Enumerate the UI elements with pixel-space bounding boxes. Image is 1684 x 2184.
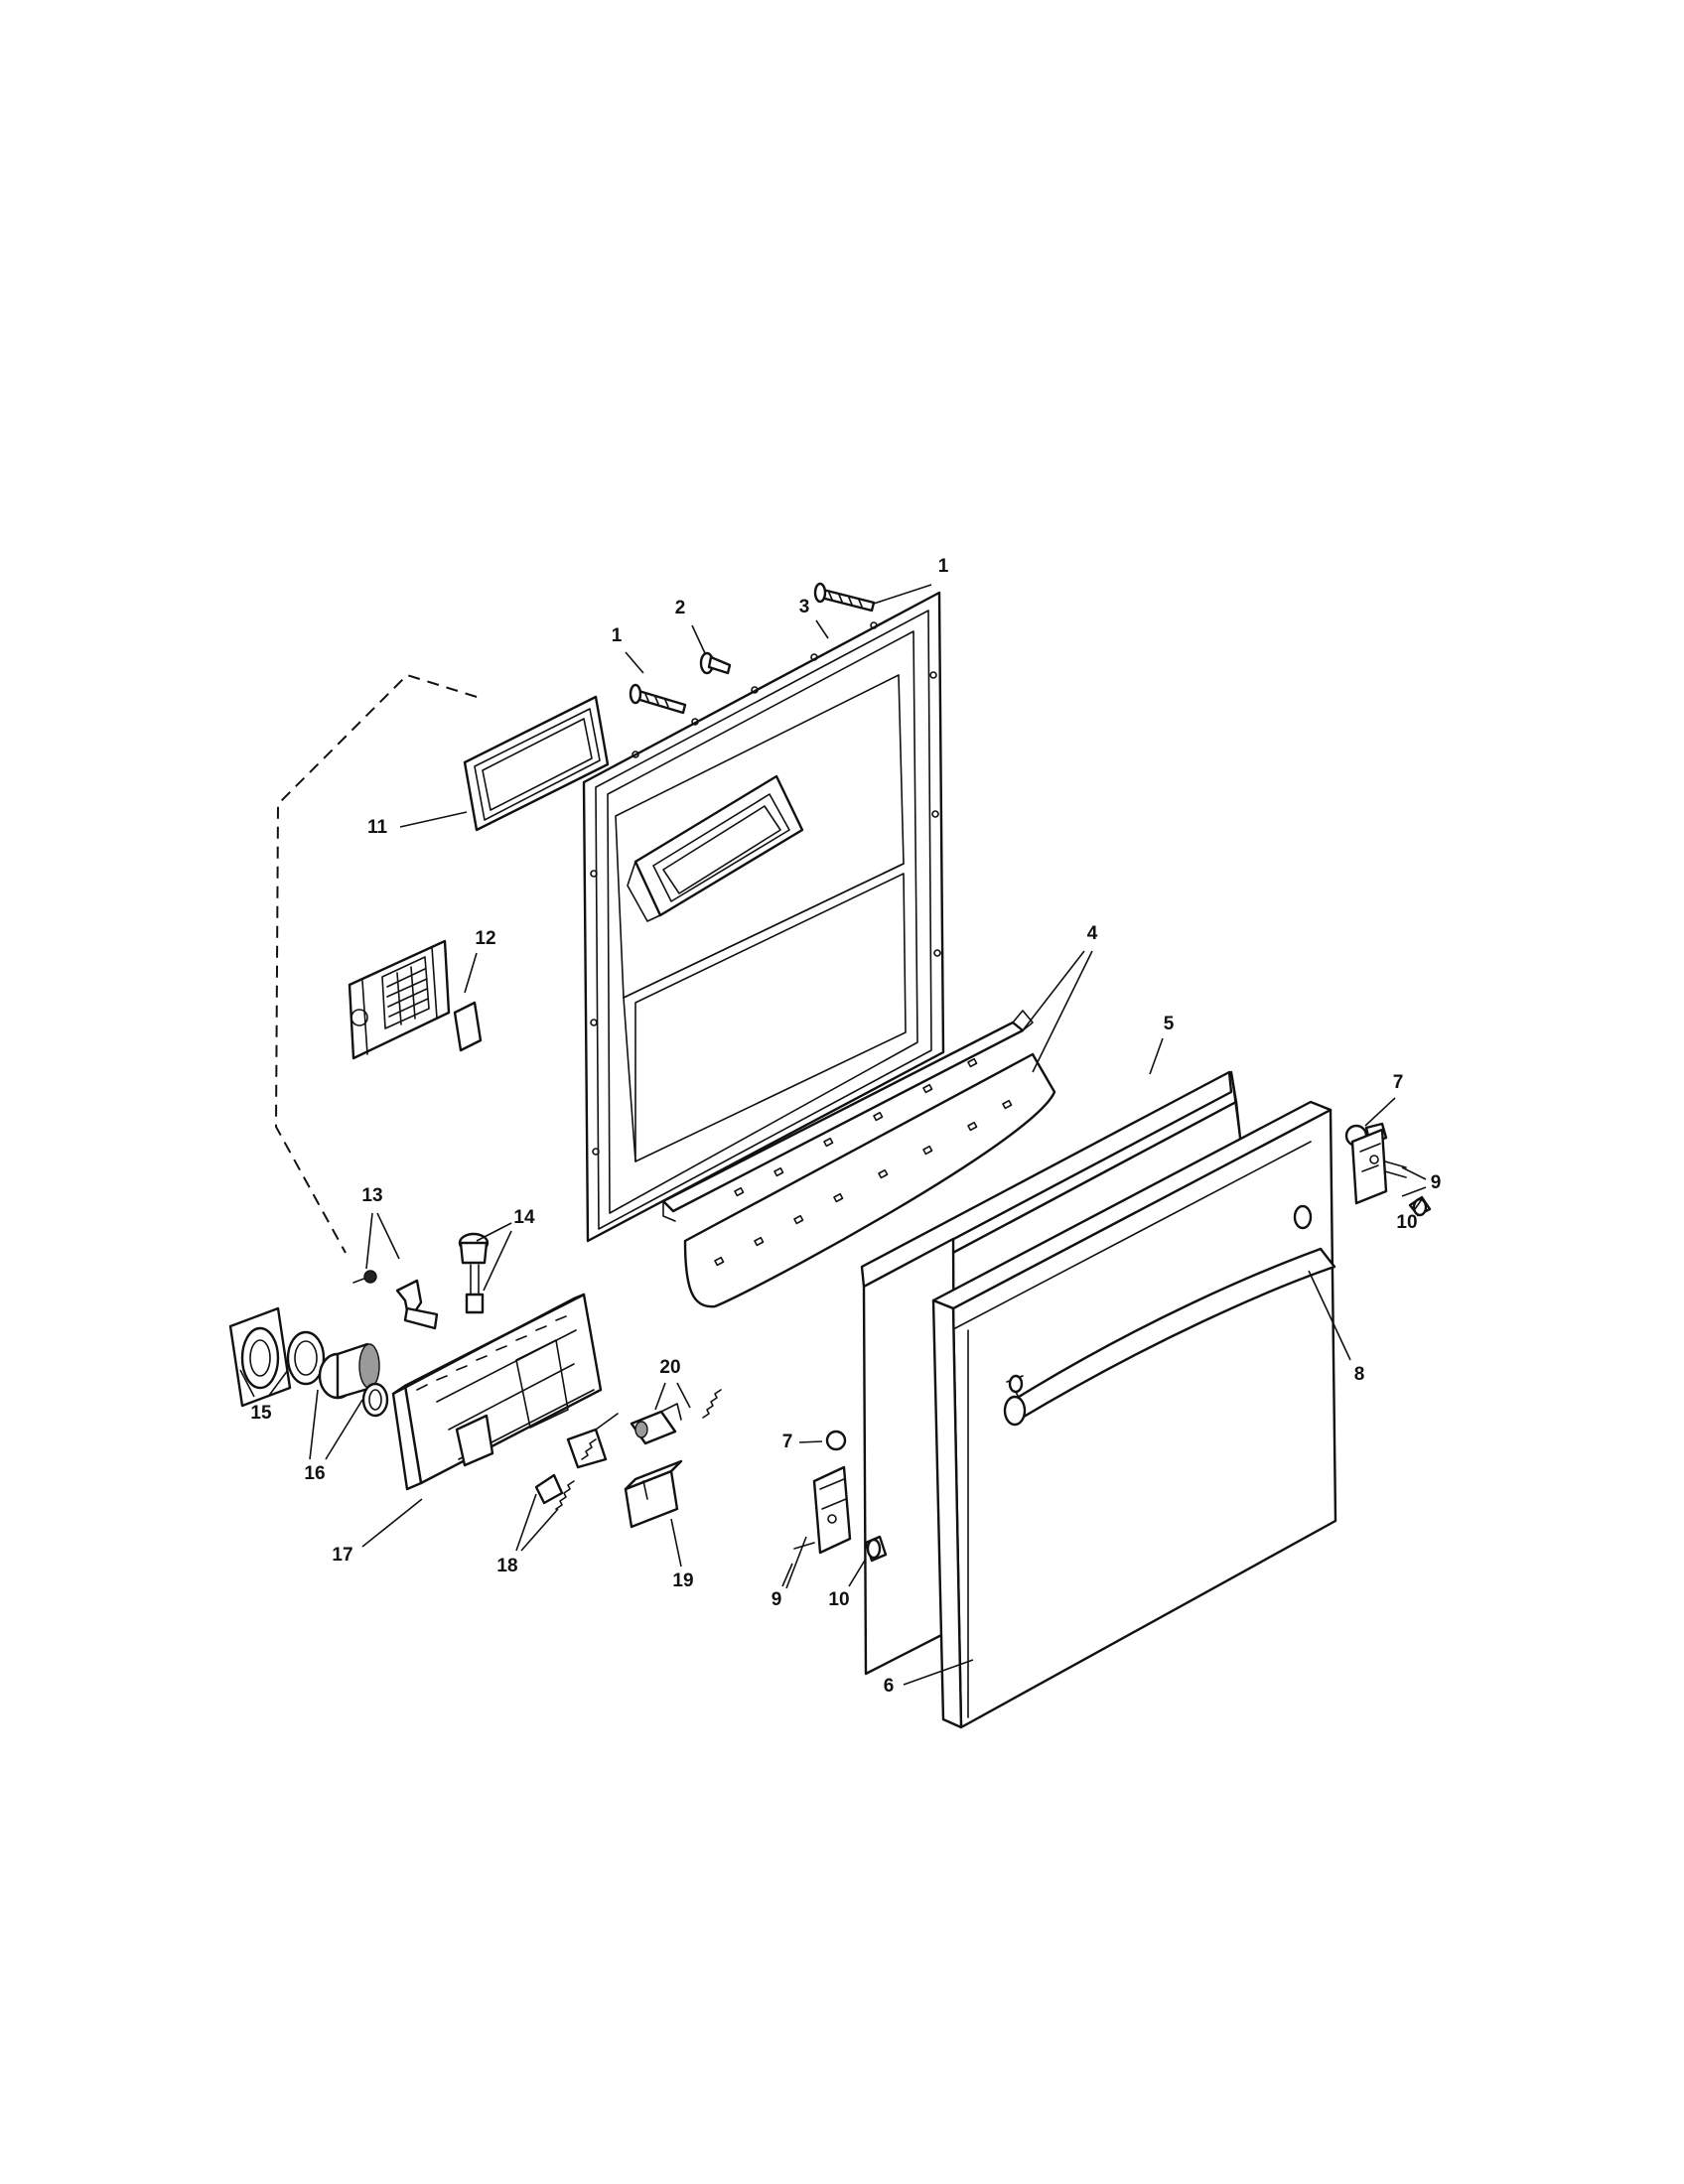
small-o-ring: [361, 1382, 389, 1418]
leader-line-c4-b: [1032, 950, 1093, 1073]
callout-c1b: 1: [612, 625, 623, 646]
leader-line-c10b: [848, 1558, 867, 1587]
vent-assembly: [348, 939, 483, 1060]
leader-line-c9a: [1401, 1166, 1427, 1180]
callout-c5: 5: [1164, 1014, 1175, 1034]
leader-line-c1a: [873, 584, 932, 605]
hinge-left: [793, 1430, 888, 1563]
latch-lever: [534, 1413, 619, 1505]
leader-line-c13-b: [376, 1212, 400, 1260]
callout-c7a: 7: [1393, 1072, 1404, 1093]
callout-c6: 6: [884, 1676, 895, 1697]
dispenser-actuator: [624, 1459, 683, 1529]
leader-line-c15: [239, 1369, 255, 1398]
latch-spring-lower: [555, 1438, 597, 1510]
leader-line-c7b: [798, 1440, 823, 1443]
hinge-right: [1344, 1122, 1432, 1217]
callout-c12: 12: [475, 928, 495, 949]
shoulder-screw: [699, 651, 732, 675]
door-middle-panel: [860, 1070, 1233, 1676]
leader-line-c18: [515, 1493, 537, 1552]
callout-c10a: 10: [1396, 1212, 1417, 1233]
callout-c9b: 9: [772, 1589, 782, 1610]
rinse-aid-seal-ring: [286, 1330, 326, 1386]
leader-line-c5: [1149, 1037, 1164, 1075]
dispenser-latch: [630, 1403, 682, 1445]
callout-c10b: 10: [828, 1589, 849, 1610]
callout-c14: 14: [513, 1207, 535, 1228]
leader-line-c11: [399, 811, 468, 828]
inner-door-panel: [582, 591, 945, 1243]
leader-line-c10a: [1414, 1198, 1423, 1210]
leader-line-c19: [670, 1518, 682, 1568]
callout-c4: 4: [1087, 923, 1098, 944]
leader-line-c20-b: [676, 1382, 691, 1409]
callout-c18: 18: [496, 1556, 517, 1576]
callout-c2: 2: [675, 598, 686, 618]
leader-line-c16-b: [325, 1399, 363, 1460]
leader-line-c13: [365, 1212, 373, 1270]
door-handle: [1003, 1204, 1336, 1427]
leader-line-c8: [1308, 1270, 1351, 1361]
callout-c16: 16: [304, 1463, 325, 1484]
callout-c11: 11: [367, 817, 388, 838]
callout-c20: 20: [659, 1357, 680, 1378]
leader-line-c14-b: [483, 1230, 512, 1292]
callout-c3: 3: [799, 597, 810, 617]
outer-door-panel: [931, 1100, 1337, 1729]
latch-spring-upper: [702, 1389, 722, 1419]
callout-c19: 19: [672, 1570, 693, 1591]
leader-line-c14: [476, 1222, 512, 1242]
leader-line-c3: [815, 619, 829, 639]
leader-line-c12: [464, 952, 478, 994]
screw-upper-left: [629, 683, 687, 715]
callout-c13: 13: [361, 1185, 382, 1206]
leader-line-c9b-b: [785, 1536, 807, 1589]
dispenser-plunger: [458, 1232, 490, 1314]
callout-c1a: 1: [938, 556, 949, 577]
leader-line-c17: [361, 1498, 423, 1548]
lid-spring: [352, 1270, 439, 1330]
leader-line-c1b: [625, 651, 644, 674]
leader-line-c4: [1022, 950, 1085, 1031]
dispenser-gasket: [463, 695, 610, 832]
leader-line-c9a-b: [1401, 1186, 1427, 1197]
rinse-aid-cap: [228, 1306, 292, 1408]
leader-line-c18-b: [520, 1508, 559, 1552]
callout-c17: 17: [332, 1545, 352, 1566]
screw-upper-right: [813, 582, 876, 613]
callout-c15: 15: [250, 1403, 272, 1424]
leader-line-c15-b: [267, 1369, 289, 1398]
callout-c7b: 7: [782, 1432, 793, 1452]
leader-line-c2: [691, 624, 706, 654]
leader-line-c9b: [781, 1563, 793, 1587]
leader-line-c7a: [1364, 1097, 1396, 1127]
detergent-dispenser-body: [391, 1293, 603, 1491]
subassembly-dashed-outline: [274, 673, 478, 1254]
leader-line-c6: [903, 1659, 974, 1686]
leader-line-c20: [654, 1382, 666, 1411]
callout-c8: 8: [1354, 1364, 1365, 1385]
leader-line-c16: [309, 1389, 319, 1460]
callout-c9a: 9: [1431, 1172, 1442, 1193]
